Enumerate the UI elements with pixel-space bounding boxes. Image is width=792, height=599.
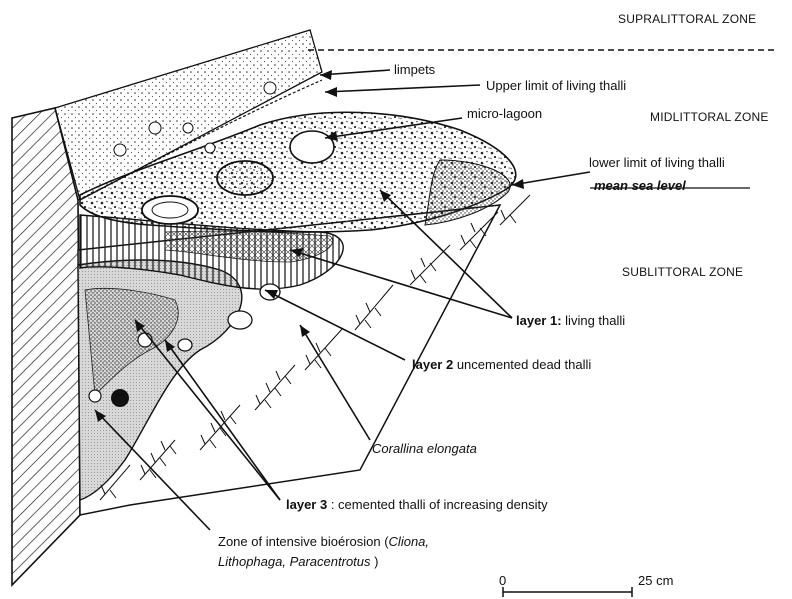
corallina-label: Corallina elongata (372, 441, 477, 456)
micro-lagoon-label: micro-lagoon (467, 106, 542, 121)
scale-unit: cm (656, 573, 673, 588)
bioerosion-prefix: Zone of intensive bioérosion ( (218, 534, 389, 549)
layer-1-description: living thalli (565, 313, 625, 328)
mean-sea-level-label: mean sea level (594, 178, 686, 193)
limpets-label: limpets (394, 62, 435, 77)
bioerosion-label-line-2: Lithophaga, Paracentrotus ) (218, 554, 378, 569)
bioerosion-suffix: ) (374, 554, 378, 569)
bioerosion-label: Zone of intensive bioérosion (Cliona, (218, 534, 429, 549)
scale-end-label: 25 cm (638, 573, 673, 588)
layer-3-description: : cemented thalli of increasing density (331, 497, 548, 512)
bioerosion-lithophaga: Lithophaga, (218, 554, 286, 569)
layer-2-label: layer 2 uncemented dead thalli (412, 357, 591, 372)
sublittoral-zone-label: SUBLITTORAL ZONE (622, 265, 743, 280)
layer-2-name: layer 2 (412, 357, 453, 372)
bioerosion-paracentrotus: Paracentrotus (290, 554, 371, 569)
scale-bar (503, 587, 632, 597)
bioerosion-cliona: Cliona, (389, 534, 429, 549)
layer-1-label: layer 1: living thalli (516, 313, 625, 328)
lower-limit-label: lower limit of living thalli (589, 155, 725, 170)
scale-start-label: 0 (499, 573, 506, 588)
scale-end-value: 25 (638, 573, 652, 588)
supralittoral-zone-label: SUPRALITTORAL ZONE (618, 12, 756, 27)
upper-limit-label: Upper limit of living thalli (486, 78, 626, 93)
layer-3-label: layer 3 : cemented thalli of increasing … (286, 497, 548, 512)
layer-2-description: uncemented dead thalli (457, 357, 591, 372)
layer-3-name: layer 3 (286, 497, 327, 512)
midlittoral-zone-label: MIDLITTORAL ZONE (650, 110, 769, 125)
layer-1-name: layer 1: (516, 313, 562, 328)
